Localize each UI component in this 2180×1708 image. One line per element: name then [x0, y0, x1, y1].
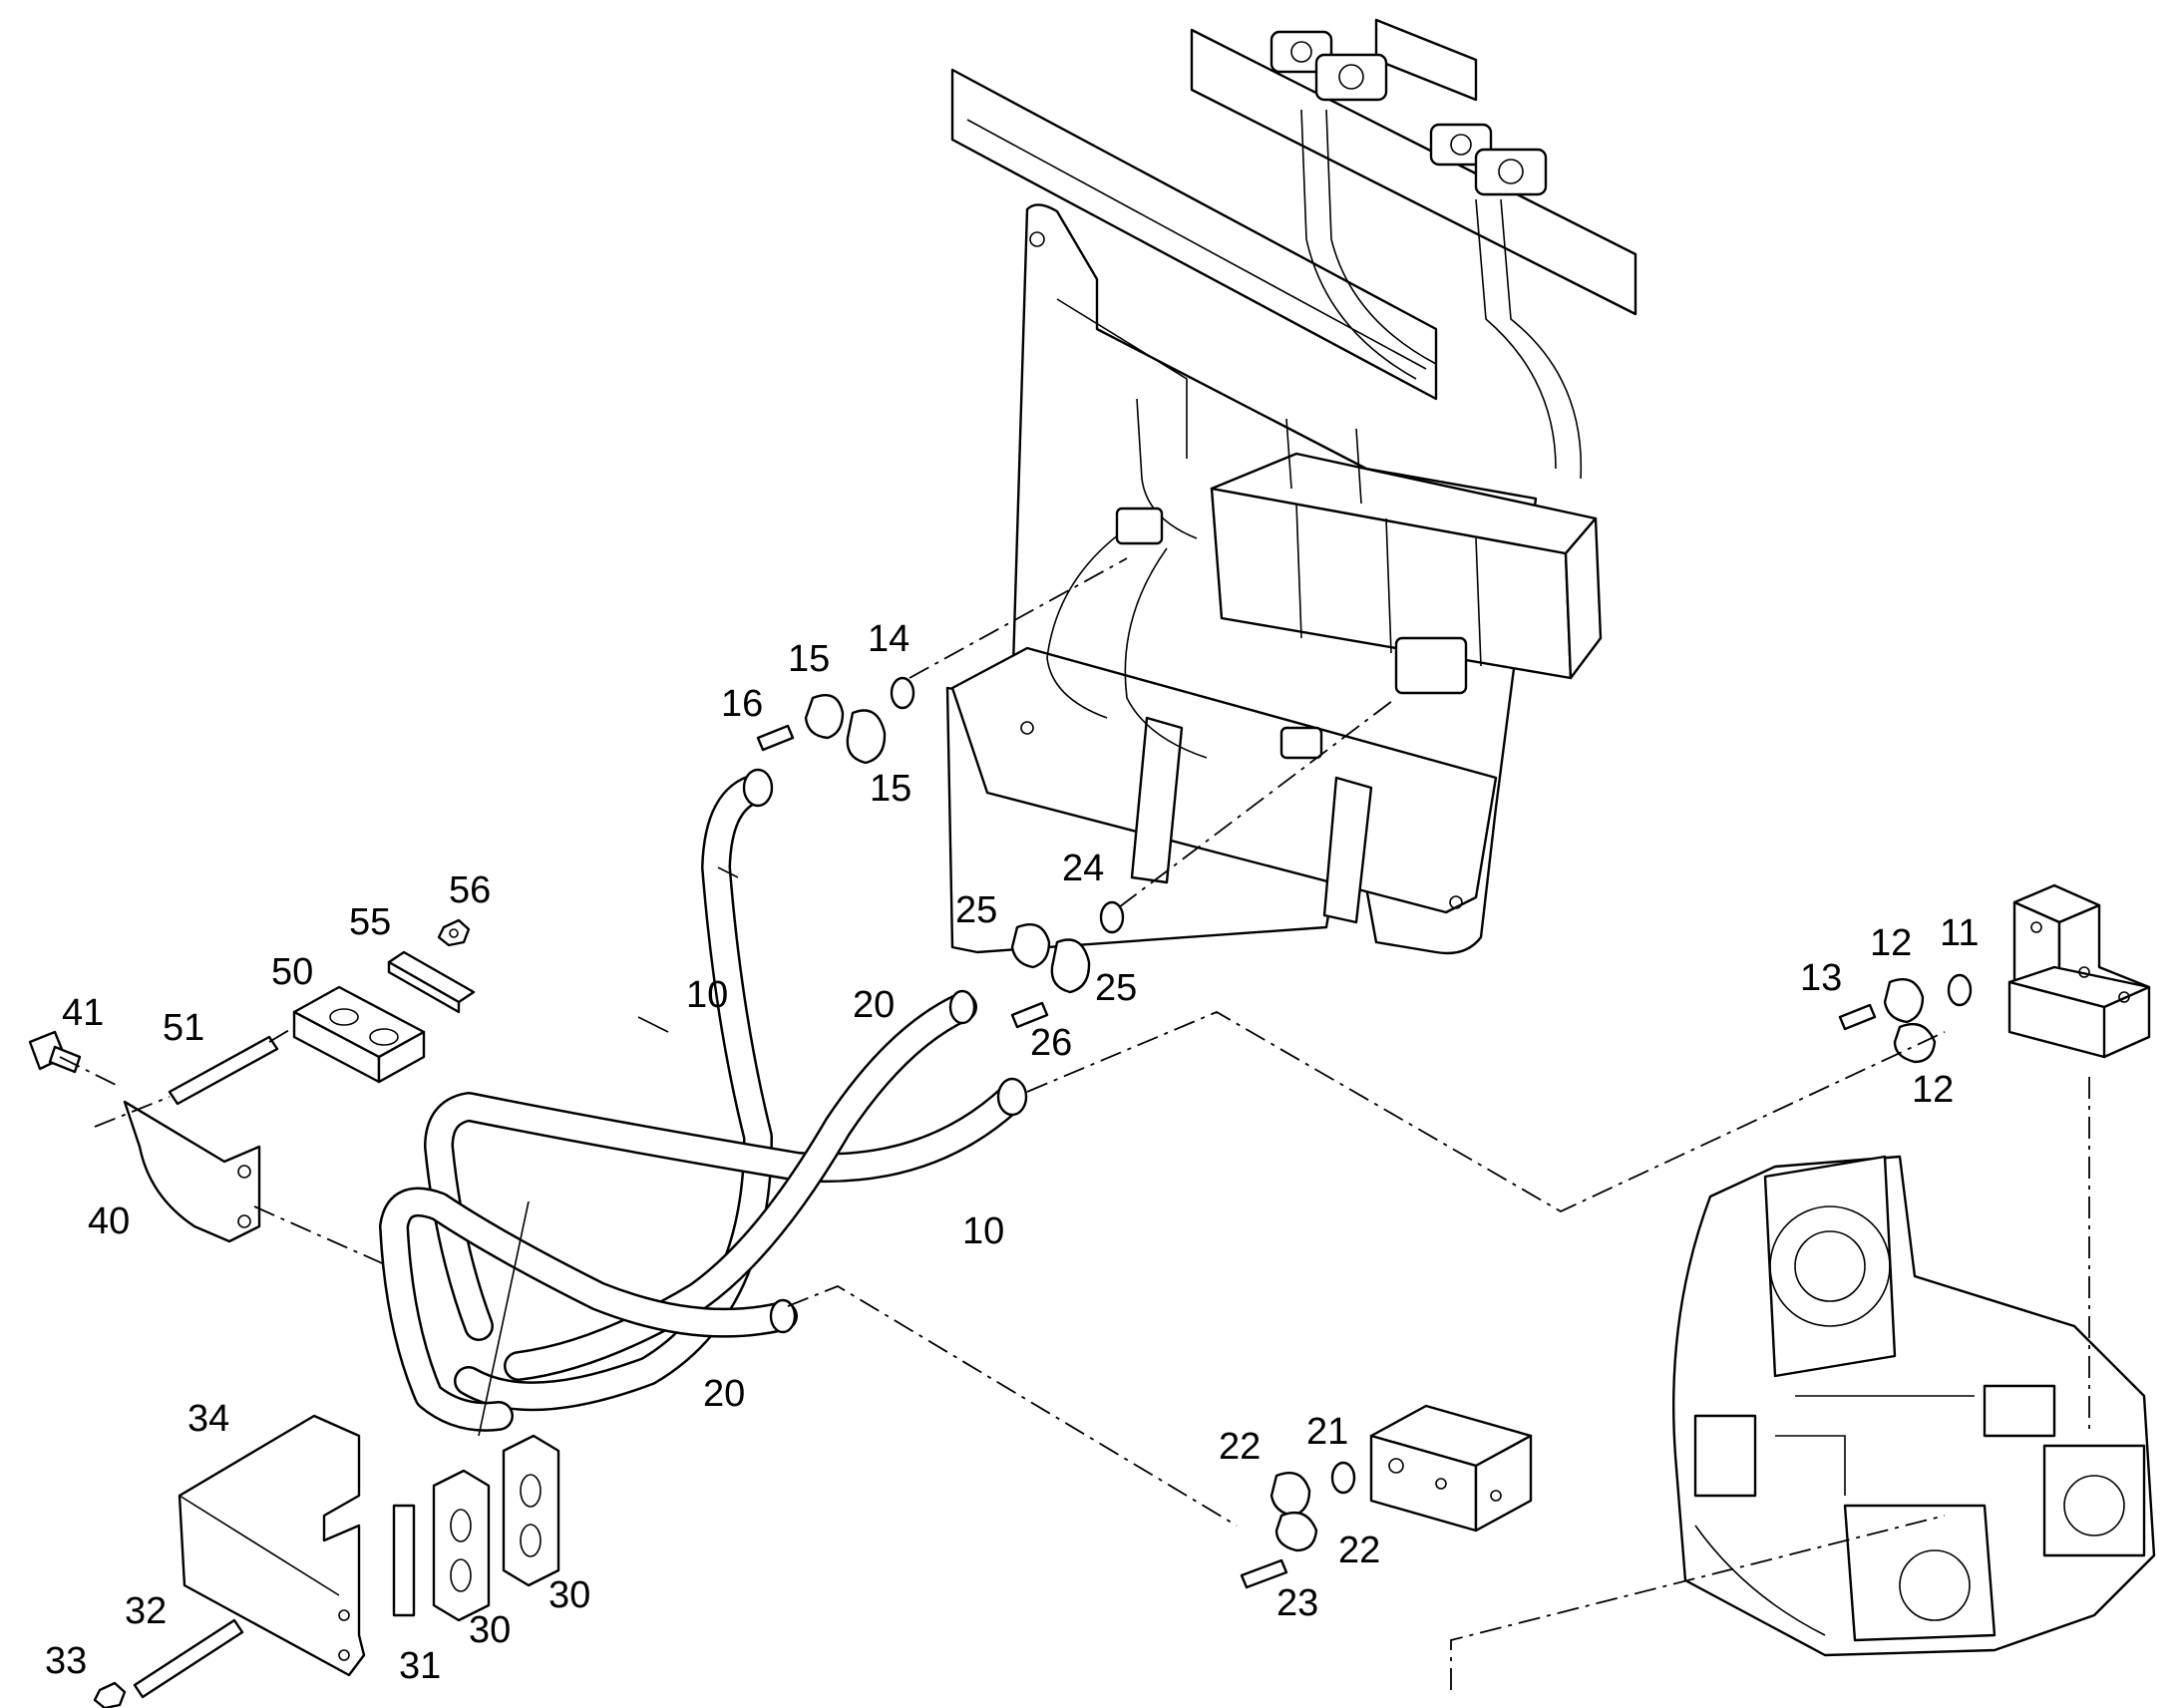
callout-25-right: 25 [1095, 967, 1137, 1009]
cover-plate-34 [178, 1414, 366, 1677]
plate-31 [392, 1504, 416, 1617]
hose-20-upper [504, 989, 977, 1381]
callout-50: 50 [271, 951, 313, 993]
callout-13: 13 [1800, 957, 1842, 999]
callout-22-upper: 22 [1219, 1426, 1261, 1468]
stud-32 [133, 1618, 244, 1699]
nut-33 [93, 1681, 127, 1708]
callout-33: 33 [45, 1640, 87, 1682]
clamp-50 [292, 985, 426, 1084]
callout-34: 34 [187, 1398, 229, 1440]
callout-25-left: 25 [955, 889, 997, 931]
hydraulic-pump [1671, 1155, 2156, 1657]
callout-16: 16 [721, 683, 763, 725]
callout-12-lower: 12 [1912, 1069, 1954, 1111]
callout-20-lower: 20 [703, 1373, 745, 1415]
stud-51 [168, 1035, 279, 1106]
callout-41: 41 [62, 992, 104, 1034]
assembly-leader-lines [59, 557, 2090, 1690]
callout-12-upper: 12 [1870, 922, 1912, 964]
callout-56: 56 [449, 869, 491, 911]
flange-set-11-13 [1838, 973, 1973, 1064]
plate-55 [387, 950, 476, 1014]
callout-30-right: 30 [548, 1574, 590, 1616]
callout-10-upper: 10 [686, 974, 728, 1016]
callout-55: 55 [349, 901, 391, 943]
clamp-30-lower [432, 1469, 491, 1622]
nut-56 [437, 918, 471, 947]
callout-23: 23 [1276, 1582, 1318, 1624]
callout-15-lower: 15 [870, 768, 911, 810]
callout-26: 26 [1030, 1022, 1072, 1064]
flange-set-21-23 [1240, 1461, 1356, 1589]
flange-set-24-26 [1010, 900, 1125, 1029]
flange-set-14-16 [756, 676, 915, 765]
callout-51: 51 [163, 1007, 204, 1049]
callout-40: 40 [88, 1200, 130, 1242]
callout-22-lower: 22 [1338, 1530, 1380, 1571]
junction-block-11 [2007, 883, 2151, 1059]
callout-32: 32 [125, 1590, 167, 1632]
callout-24: 24 [1062, 848, 1104, 889]
callout-15-upper: 15 [788, 638, 830, 680]
bracket-40 [123, 1100, 261, 1243]
callout-31: 31 [399, 1645, 441, 1687]
callout-labels: 10 10 11 12 12 13 14 15 15 16 20 20 21 2… [45, 618, 1979, 1687]
hose-20-lower [379, 1187, 798, 1432]
junction-block-21 [1369, 1404, 1533, 1533]
control-valve-assembly [945, 18, 1637, 955]
callout-30-left: 30 [469, 1609, 511, 1651]
bolt-41 [28, 1030, 82, 1074]
callout-20-upper: 20 [853, 984, 895, 1026]
callout-21: 21 [1306, 1411, 1348, 1453]
callout-10-lower: 10 [962, 1210, 1004, 1252]
callout-tie-lines [478, 1016, 669, 1437]
callout-14: 14 [868, 618, 909, 660]
callout-11: 11 [1940, 912, 1979, 954]
clamp-30-upper [502, 1434, 560, 1587]
